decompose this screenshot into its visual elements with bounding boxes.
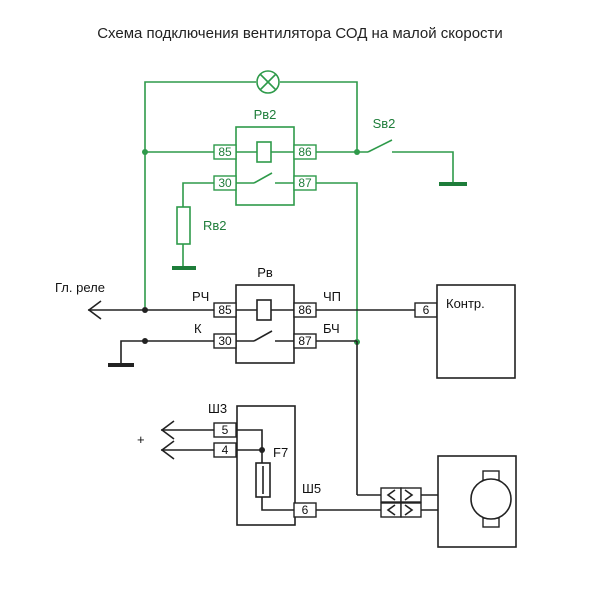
wire-label-bch: БЧ [323, 321, 340, 336]
controller: 6 Контр. [316, 284, 516, 379]
switch-sv2-label: Sв2 [373, 116, 396, 131]
rv2-pin-86: 86 [298, 145, 312, 159]
diagram-title: Схема подключения вентилятора СОД на мал… [97, 25, 503, 42]
relay-rv-label: Рв [257, 265, 273, 280]
fuse-f7-label: F7 [273, 445, 288, 460]
rv-pin-85: 85 [218, 303, 232, 317]
relay-rv-box [235, 284, 295, 364]
motor-assembly [380, 455, 517, 548]
resistor-rv2 [176, 206, 191, 245]
rv-pin-30: 30 [218, 334, 232, 348]
rv-pin-86: 86 [298, 303, 312, 317]
motor-icon [470, 470, 512, 528]
sh5-pin-6: 6 [302, 503, 309, 517]
green-right-wire [280, 81, 358, 152]
arrow-plus-1-icon [160, 420, 175, 440]
rv-pin-87: 87 [298, 334, 312, 348]
lamp-icon [256, 70, 280, 94]
wire-label-chp: ЧП [323, 289, 341, 304]
green-left-wire [144, 81, 256, 307]
rv2-pin-30: 30 [218, 176, 232, 190]
connector-sh5-label: Ш5 [302, 481, 321, 496]
relay-rv-contact [253, 330, 273, 342]
gl-rele-label: Гл. реле [55, 280, 105, 295]
relay-rv-coil [256, 299, 272, 321]
arrow-left-icon [87, 300, 102, 320]
relay-rv2-box [235, 126, 295, 206]
wire-label-k: К [194, 321, 202, 336]
fuse-block: Ш3 + 5 4 F7 Ш5 6 [137, 401, 381, 526]
green-circuit: Рв2 85 86 30 87 Sв2 Rв2 [142, 70, 467, 345]
main-relay: Рв 85 86 30 87 РЧ К ЧП БЧ [192, 265, 341, 364]
relay-rv2-label: Рв2 [254, 107, 277, 122]
resistor-rv2-label: Rв2 [203, 218, 227, 233]
rv2-pin-87: 87 [298, 176, 312, 190]
main-relay-feed: Гл. реле [55, 280, 214, 367]
wire-label-rch: РЧ [192, 289, 209, 304]
sh3-pin-5: 5 [222, 423, 229, 437]
controller-box [436, 284, 516, 379]
controller-pin-6: 6 [423, 303, 430, 317]
motor-connector-1 [380, 487, 402, 503]
connector-sh3-label: Ш3 [208, 401, 227, 416]
rv2-pin-85: 85 [218, 145, 232, 159]
arrow-plus-2-icon [160, 440, 175, 460]
motor-connector-2 [380, 502, 402, 518]
controller-label: Контр. [446, 296, 485, 311]
switch-sv2 [367, 139, 393, 153]
relay-rv2-coil [256, 141, 272, 163]
plus-label: + [137, 432, 145, 447]
relay-rv2-contact [253, 172, 273, 184]
sh3-pin-4: 4 [222, 443, 229, 457]
